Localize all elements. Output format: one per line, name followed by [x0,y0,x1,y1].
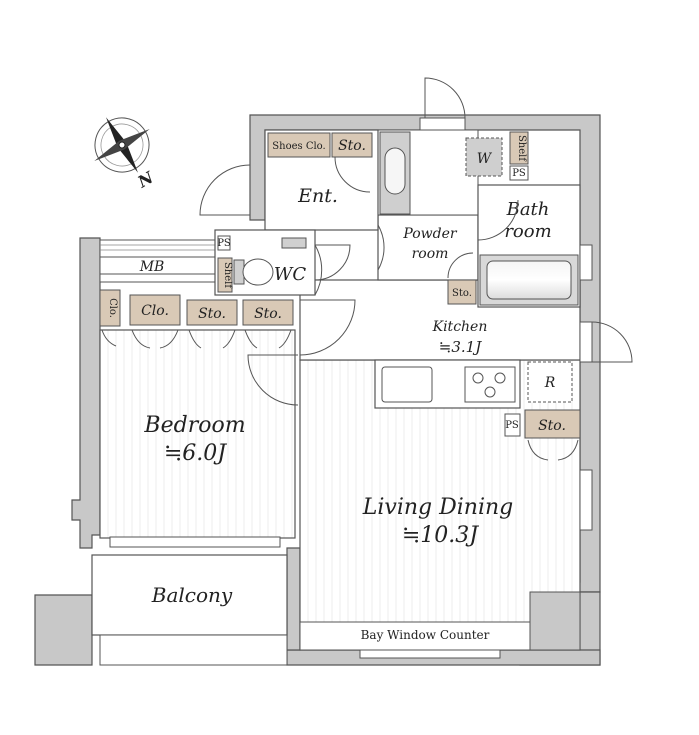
bath-room: Bath room [477,184,593,308]
storage-powder-label: Sto. [452,288,472,299]
mb-area: MB [99,239,231,283]
refrigerator-label: R [544,375,556,391]
storage-bedroom-1-label: Sto. [198,306,226,322]
washer-label: W [477,151,493,167]
storage-bedroom-2-label: Sto. [254,306,282,322]
bedroom: Bedroom ≒6.0J [99,329,296,548]
shoes-closet-label: Shoes Clo. [272,141,325,152]
bath-label-2: room [504,221,551,242]
laundry-area: W Shelf PS [377,77,529,216]
ps-kitchen-label: PS [505,420,519,431]
ps-wc-label: PS [217,238,231,249]
bedroom-door [247,354,299,406]
bedroom-closets: Clo. Clo. Sto. Sto. [99,289,294,349]
bath-label-1: Bath [506,199,550,220]
bedroom-label: Bedroom [143,413,245,438]
kitchen: Kitchen ≒3.1J R PS Sto. [299,279,633,461]
wc: PS Shelf WC [214,229,351,296]
powder-label-1: Powder [402,226,458,242]
entrance-label: Ent. [297,185,338,207]
ps-laundry-label: PS [512,168,526,179]
closet-bedroom-label: Clo. [141,303,169,319]
living-area: ≒10.3J [402,523,479,548]
kitchen-label: Kitchen [432,319,488,335]
storage-kitchen-label: Sto. [538,418,566,434]
balcony-label: Balcony [151,583,233,607]
powder-label-2: room [412,246,449,262]
compass-north-label: N [134,167,158,192]
entrance: Shoes Clo. Sto. Ent. [199,129,379,231]
bedroom-area: ≒6.0J [164,441,227,466]
kitchen-area: ≒3.1J [439,338,482,356]
shelf-wc-label: Shelf [222,262,233,289]
closet-small-label: Clo. [107,298,118,318]
living-dining-label: Living Dining [362,495,514,520]
balcony: Balcony [91,554,288,666]
shelf-top-label: Shelf [516,135,527,162]
compass-icon [94,117,150,173]
wc-label: WC [274,264,307,285]
bay-window-label: Bay Window Counter [361,628,490,642]
mb-label: MB [139,259,165,275]
storage-entrance-label: Sto. [338,138,366,154]
